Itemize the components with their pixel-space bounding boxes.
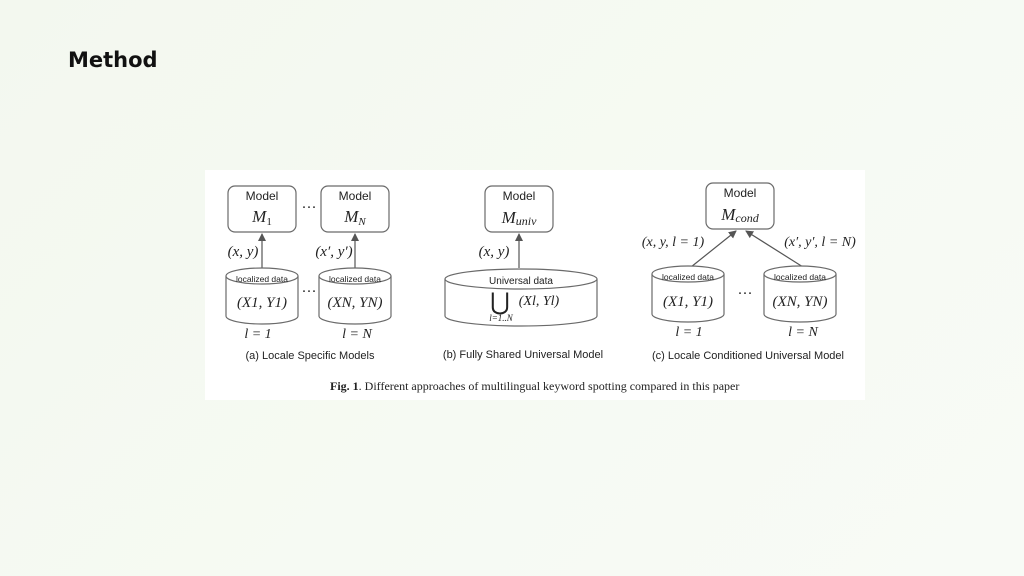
- cylinder-localized-right: localized data (XN, YN): [318, 267, 392, 325]
- data-content: (X1, Y1): [237, 295, 287, 311]
- model-box-mcond: Model Mcond: [705, 182, 775, 230]
- panel-c: Model Mcond (x, y, l = 1) (x′, y′, l = N…: [642, 182, 856, 362]
- cylinder-localized-c-right: localized data (XN, YN): [763, 265, 837, 323]
- arrow-label-left: (x, y): [228, 244, 259, 260]
- model-box-mn: Model MN: [320, 185, 390, 233]
- data-label: localized data: [329, 274, 381, 284]
- caption-a: (a) Locale Specific Models: [245, 350, 375, 362]
- model-label: Model: [724, 186, 757, 200]
- model-label: Model: [503, 189, 536, 203]
- caption-c: (c) Locale Conditioned Universal Model: [652, 350, 844, 362]
- data-label: localized data: [236, 274, 288, 284]
- cylinder-localized-left: localized data (X1, Y1): [225, 267, 299, 325]
- arrow-c-left: [690, 230, 737, 268]
- model-symbol: MN: [343, 207, 366, 228]
- ellipsis-data-c: ···: [738, 286, 753, 302]
- model-box-muniv: Model Muniv: [484, 185, 554, 233]
- model-symbol: Mcond: [720, 205, 759, 225]
- arrow-label-right: (x′, y′): [315, 244, 352, 260]
- figure-caption: Fig. 1. Different approaches of multilin…: [330, 379, 739, 393]
- model-label: Model: [246, 189, 279, 203]
- locale-label-left: l = 1: [244, 327, 271, 342]
- figure-diagram: Model M1 ··· Model MN (x, y) (x′, y′) lo…: [225, 182, 856, 393]
- arrow-label-c-left: (x, y, l = 1): [642, 235, 705, 250]
- panel-b: Model Muniv (x, y) Universal data ⋃ (Xl,…: [443, 185, 603, 361]
- locale-label-right: l = N: [342, 327, 372, 342]
- locale-label-c-right: l = N: [788, 325, 818, 340]
- data-content: (Xl, Yl): [519, 294, 560, 309]
- figure-panel: Model M1 ··· Model MN (x, y) (x′, y′) lo…: [205, 170, 865, 400]
- locale-label-c-left: l = 1: [675, 325, 702, 340]
- model-box-m1: Model M1: [227, 185, 297, 233]
- cylinder-universal: Universal data ⋃ (Xl, Yl) l=1..N: [444, 268, 598, 327]
- model-symbol: M1: [251, 207, 272, 228]
- data-label: localized data: [662, 272, 714, 282]
- ellipsis-data: ···: [302, 284, 317, 300]
- ellipsis-models: ···: [302, 200, 317, 216]
- slide-title: Method: [68, 48, 158, 72]
- data-label: Universal data: [489, 276, 553, 287]
- arrow-label-c-right: (x′, y′, l = N): [784, 235, 856, 250]
- data-content: (X1, Y1): [663, 294, 713, 310]
- arrow-label-b: (x, y): [479, 244, 510, 260]
- data-label: localized data: [774, 272, 826, 282]
- caption-b: (b) Fully Shared Universal Model: [443, 349, 603, 361]
- data-content: (XN, YN): [327, 295, 382, 311]
- model-label: Model: [339, 189, 372, 203]
- union-range: l=1..N: [489, 313, 514, 323]
- model-symbol: Muniv: [501, 208, 538, 228]
- union-symbol: ⋃: [490, 290, 510, 316]
- arrow-c-right: [745, 230, 804, 268]
- panel-a: Model M1 ··· Model MN (x, y) (x′, y′) lo…: [225, 185, 392, 362]
- cylinder-localized-c-left: localized data (X1, Y1): [651, 265, 725, 323]
- data-content: (XN, YN): [772, 294, 827, 310]
